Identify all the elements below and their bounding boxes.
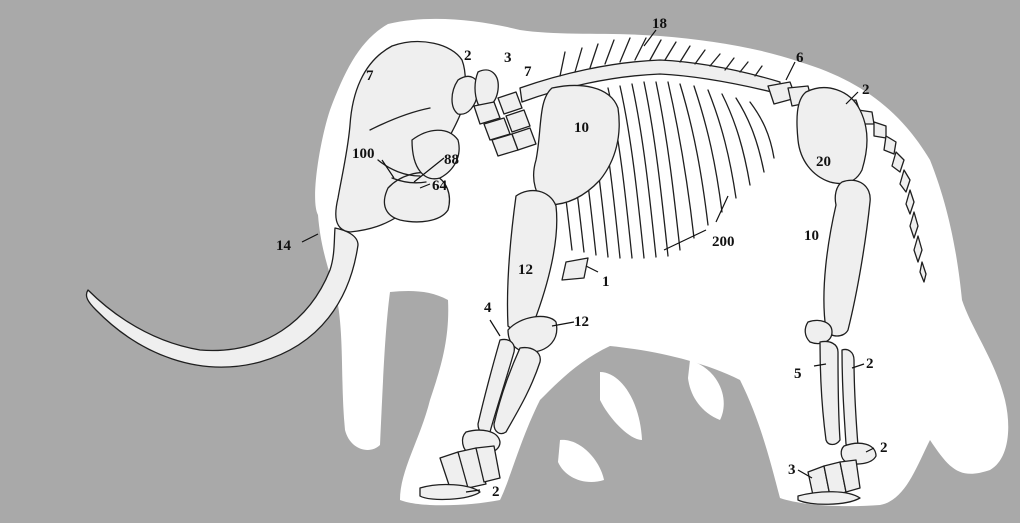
label-humerus: 12 xyxy=(518,262,533,278)
label-skull: 7 xyxy=(366,68,374,84)
label-lumbar: 6 xyxy=(796,50,804,66)
label-sternum: 1 xyxy=(602,274,610,290)
label-ribs: 200 xyxy=(712,234,735,250)
label-scapula: 10 xyxy=(574,120,589,136)
label-tibia: 5 xyxy=(794,366,802,382)
label-radius: 4 xyxy=(484,300,492,316)
label-tusk: 14 xyxy=(276,238,292,254)
label-thoracic: 18 xyxy=(652,16,667,32)
label-fibula: 2 xyxy=(866,356,874,372)
label-metatarsal: 3 xyxy=(788,462,796,478)
label-molar: 88 xyxy=(444,152,459,168)
label-mandible: 64 xyxy=(432,178,448,194)
label-front-foot: 2 xyxy=(492,484,500,500)
knee xyxy=(805,320,832,343)
label-cervical: 7 xyxy=(524,64,532,80)
label-sacrum: 2 xyxy=(862,82,870,98)
label-incisor-socket: 100 xyxy=(352,146,375,162)
label-ulna: 12 xyxy=(574,314,589,330)
label-atlas: 2 xyxy=(464,48,472,64)
label-axis: 3 xyxy=(504,50,512,66)
label-femur: 10 xyxy=(804,228,819,244)
label-tarsal: 2 xyxy=(880,440,888,456)
label-pelvis: 20 xyxy=(816,154,831,170)
